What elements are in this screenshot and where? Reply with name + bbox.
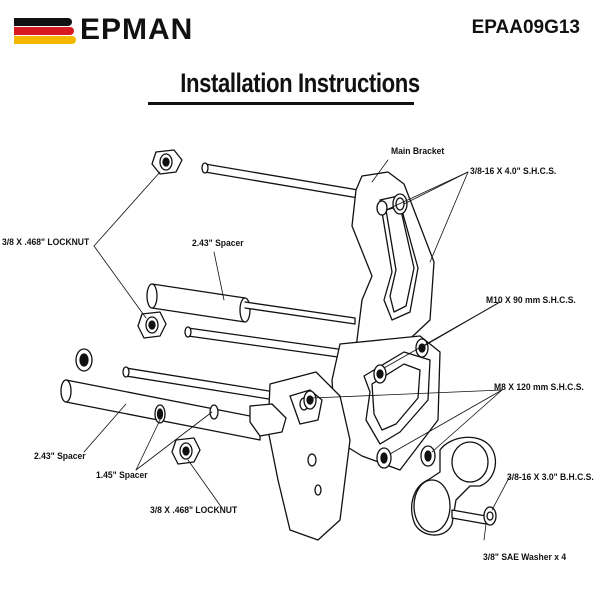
main-bracket-icon (249, 171, 441, 541)
part-number: EPAA09G13 (471, 17, 580, 38)
label-m8: M8 X 120 mm S.H.C.S. (494, 382, 584, 393)
spacer-243-top-icon (146, 283, 356, 325)
title-underline (148, 102, 414, 105)
label-locknut-top: 3/8 X .468" LOCKNUT (2, 237, 90, 248)
label-spacer-243-top: 2.43" Spacer (192, 238, 244, 249)
label-main-bracket: Main Bracket (391, 146, 445, 157)
bolt-shaft-middle (184, 326, 346, 359)
brand-logo: EPMAN (14, 12, 234, 48)
brand-name: EPMAN (80, 13, 194, 46)
label-m10: M10 X 90 mm S.H.C.S. (486, 295, 576, 306)
shcs-bolt-heads-icon (303, 338, 436, 469)
locknut-middle-icon (137, 311, 167, 339)
label-bhcs-3: 3/8-16 X 3.0" B.H.C.S. (507, 472, 594, 483)
leader-lines (83, 159, 511, 541)
label-locknut-bottom: 3/8 X .468" LOCKNUT (150, 505, 238, 516)
locknut-bottom-icon (171, 437, 201, 465)
page-title: Installation Instructions (180, 68, 420, 98)
label-shcs-4: 3/8-16 X 4.0" S.H.C.S. (470, 166, 557, 177)
label-spacer-243-bottom: 2.43" Spacer (34, 451, 86, 462)
locknut-top-icon (151, 149, 183, 175)
label-spacer-145: 1.45" Spacer (96, 470, 148, 481)
washer-left-icon (75, 348, 93, 372)
bhcs-bolt-icon (451, 506, 497, 526)
label-washer: 3/8" SAE Washer x 4 (483, 552, 567, 563)
bolt-shaft-top (201, 162, 371, 201)
spacer-145-icon (154, 404, 219, 424)
brand-stripes-icon (14, 18, 76, 44)
